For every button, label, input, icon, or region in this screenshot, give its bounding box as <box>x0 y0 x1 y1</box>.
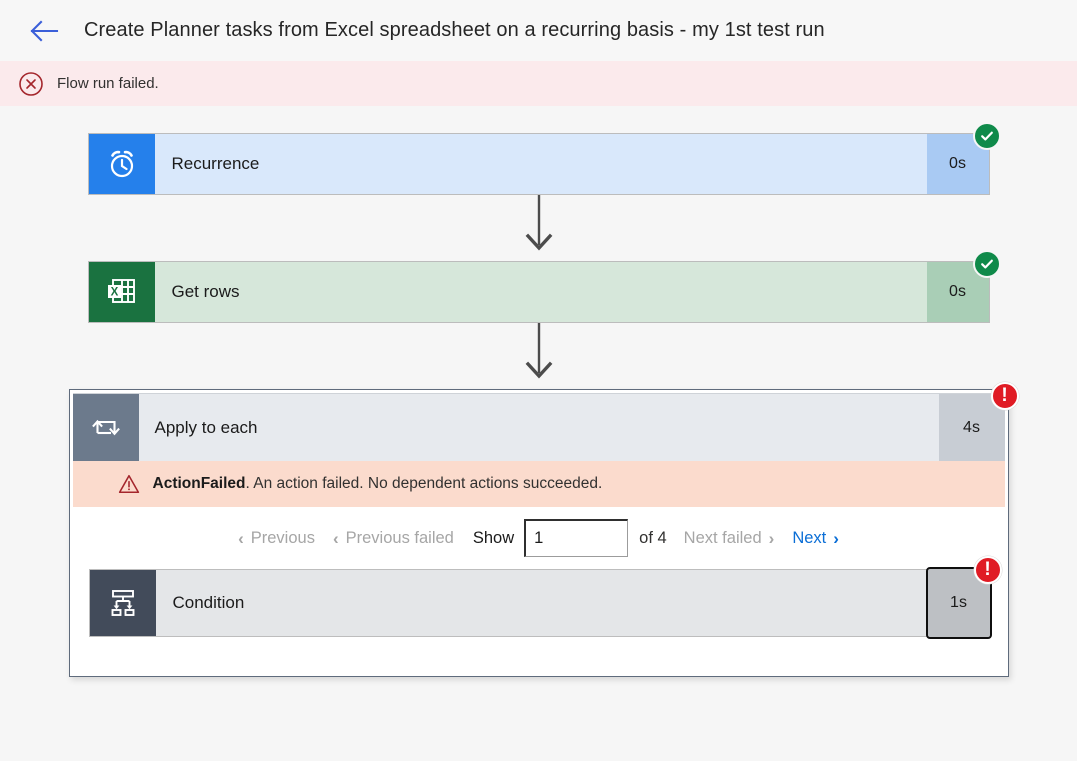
scope-error-message: ActionFailed. An action failed. No depen… <box>72 461 1005 507</box>
back-button[interactable] <box>24 11 64 51</box>
arrow-left-icon <box>30 20 59 41</box>
error-description: . An action failed. No dependent actions… <box>245 475 603 492</box>
check-circle-icon <box>972 250 1001 278</box>
next-failed-button[interactable]: Next failed › <box>675 529 784 548</box>
scope-pagination: ‹ Previous ‹ Previous failed Show of 4 N… <box>69 507 1008 569</box>
error-exclamation-icon: ! <box>973 556 1002 584</box>
flow-step-get-rows-wrap: X Get rows 0s <box>87 250 1001 323</box>
flow-canvas: Recurrence 0s <box>0 106 1077 761</box>
scope-header[interactable]: Apply to each 4s ! <box>72 382 1019 461</box>
exclamation-glyph: ! <box>984 559 991 580</box>
page-header: Create Planner tasks from Excel spreadsh… <box>0 0 1077 61</box>
scope-duration: 4s <box>938 394 1005 461</box>
next-failed-label: Next failed <box>683 528 762 547</box>
chevron-right-icon: › <box>833 528 839 548</box>
flow-scope-apply-to-each: Apply to each 4s ! ActionFailed. An acti… <box>68 382 1019 677</box>
chevron-left-icon: ‹ <box>238 528 244 548</box>
banner-text: Flow run failed. <box>57 75 159 92</box>
scope-title: Apply to each <box>154 417 258 437</box>
loop-repeat-icon <box>72 394 139 461</box>
flow-step-get-rows[interactable]: X Get rows 0s <box>87 250 1001 323</box>
error-circle-x-icon <box>19 71 43 96</box>
svg-text:X: X <box>110 286 118 298</box>
flow-status-banner: Flow run failed. <box>0 61 1077 106</box>
scope-footer-space <box>69 648 1008 676</box>
flow-step-title: Get rows <box>171 282 240 301</box>
error-message-text: ActionFailed. An action failed. No depen… <box>153 475 603 493</box>
previous-failed-label: Previous failed <box>345 528 454 547</box>
next-label: Next <box>792 528 827 547</box>
alarm-clock-icon <box>88 134 155 194</box>
arrow-down-icon <box>525 195 552 251</box>
previous-label: Previous <box>250 528 315 547</box>
chevron-left-icon: ‹ <box>332 528 339 548</box>
flow-step-title: Condition <box>172 593 245 612</box>
condition-branch-icon <box>89 570 156 636</box>
scope-child-condition-wrap: Condition 1s ! <box>88 556 1002 648</box>
excel-spreadsheet-icon: X <box>88 262 155 322</box>
page-number-input[interactable] <box>524 519 629 557</box>
exclamation-glyph: ! <box>1001 385 1008 406</box>
previous-failed-button[interactable]: ‹ Previous failed <box>324 529 463 548</box>
next-button[interactable]: Next › <box>783 529 848 548</box>
chevron-right-icon: › <box>768 528 775 548</box>
arrow-down-icon <box>525 323 552 379</box>
show-label: Show <box>472 528 515 547</box>
flow-step-condition[interactable]: Condition <box>88 569 989 637</box>
flow-step-title: Recurrence <box>171 154 260 173</box>
flow-step-recurrence-wrap: Recurrence 0s <box>87 122 1001 195</box>
flow-step-recurrence[interactable]: Recurrence 0s <box>87 122 1001 195</box>
warning-triangle-icon <box>118 474 139 494</box>
connector-arrow-1 <box>88 195 990 261</box>
check-circle-icon <box>972 122 1001 150</box>
connector-arrow-2 <box>88 323 990 389</box>
previous-button[interactable]: ‹ Previous <box>229 529 324 548</box>
error-code: ActionFailed <box>152 475 246 492</box>
page-title: Create Planner tasks from Excel spreadsh… <box>84 19 825 41</box>
error-exclamation-icon: ! <box>990 382 1019 410</box>
of-total-label: of 4 <box>639 528 667 547</box>
